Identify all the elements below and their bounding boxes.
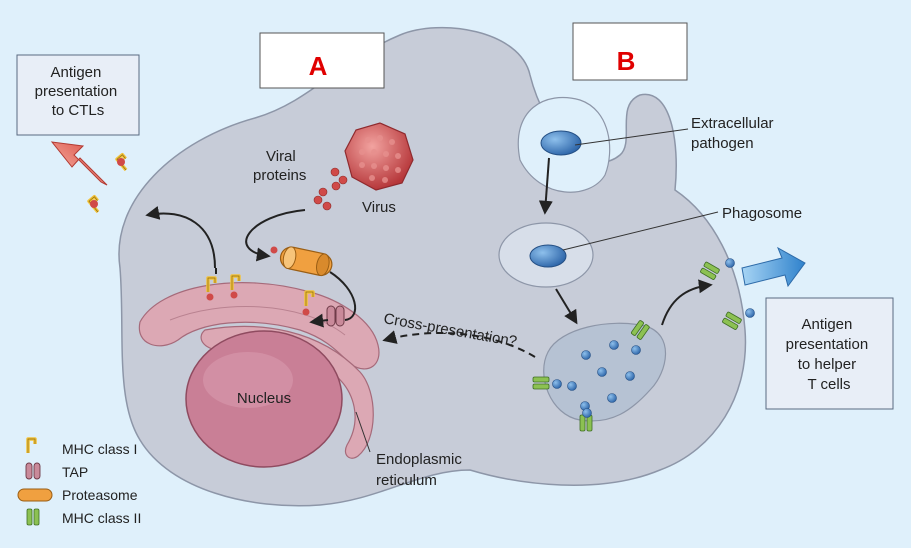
lysosome-to-surface-arrow — [661, 279, 713, 326]
phagosome-pointer — [562, 211, 719, 251]
legend-tap-icon — [25, 462, 41, 480]
panel-a-box — [259, 32, 385, 89]
ctl-box-text: Antigen presentation to CTLs — [35, 64, 122, 119]
helper-box-text: Antigen presentation to helper T cells — [786, 316, 873, 393]
panel-b-box — [572, 22, 688, 81]
nucleus-highlight — [203, 352, 293, 408]
viral-proteins-label: Viral proteins — [253, 148, 306, 184]
proteasome-to-tap-arrow — [329, 271, 356, 321]
extracellular-pathogen-label: Extracellular pathogen — [691, 115, 778, 152]
surface-mhc-class-i — [87, 153, 134, 214]
panel-b-label: B — [617, 46, 636, 76]
phagosome-label: Phagosome — [722, 205, 802, 222]
nucleus-label: Nucleus — [237, 390, 291, 407]
pathogen-to-phagosome-arrow — [538, 157, 553, 215]
cross-presentation-arrow — [382, 330, 536, 358]
legend-item-label: MHC class I — [62, 441, 137, 457]
tap-transporter — [326, 305, 345, 327]
er-to-surface-arrow — [145, 206, 216, 269]
helper-presentation-box — [765, 297, 894, 410]
legend-item-label: MHC class II — [62, 510, 141, 526]
tap-to-er-arrow — [309, 313, 329, 328]
peptide-dot — [270, 246, 278, 254]
viral-protein-dots — [313, 167, 348, 211]
legend-proteasome-icon — [17, 488, 53, 502]
phagosome-to-lysosome-arrow — [555, 288, 578, 325]
legend-item-label: TAP — [62, 464, 88, 480]
er-label: Endoplasmic reticulum — [376, 451, 466, 489]
phagosome-pathogen — [529, 244, 567, 268]
er-mhc-class-i — [206, 274, 315, 316]
virus-label: Virus — [362, 199, 396, 216]
protein-to-proteasome-arrow — [245, 209, 306, 262]
legend-item-label: Proteasome — [62, 487, 138, 503]
virus-particle — [344, 122, 414, 191]
er-pointer — [355, 411, 371, 453]
pathogen-pointer — [574, 128, 689, 146]
proteasome — [279, 246, 333, 277]
extracellular-pathogen — [540, 130, 582, 156]
ctl-arrow — [50, 141, 108, 186]
ctl-presentation-box — [16, 54, 140, 136]
panel-a-label: A — [309, 51, 328, 81]
helper-arrow — [741, 246, 806, 288]
legend: MHC class I TAP Proteasome MHC class II — [17, 437, 141, 526]
